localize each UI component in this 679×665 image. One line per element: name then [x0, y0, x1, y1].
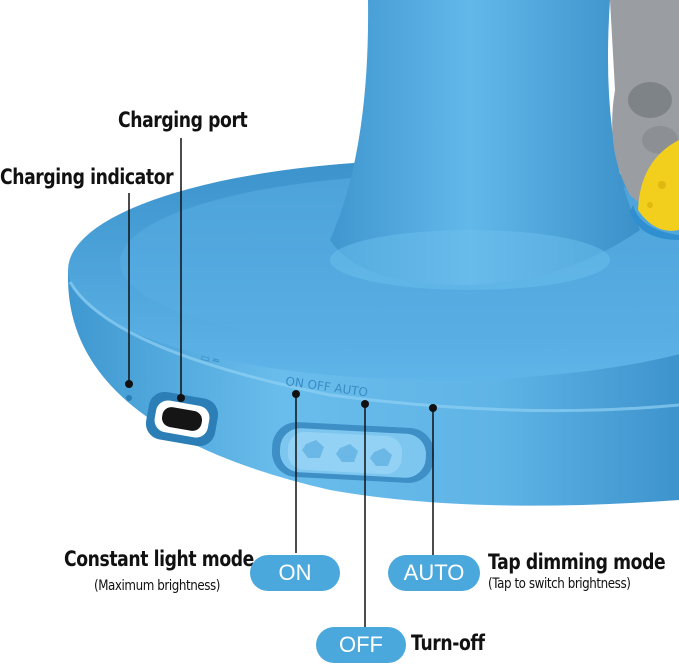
lamp-stem	[330, 0, 640, 285]
maximum-brightness-label: (Maximum brightness)	[94, 578, 220, 594]
turn-off-label: Turn-off	[411, 631, 485, 655]
on-mode-badge: ON	[250, 555, 340, 591]
charging-indicator-led	[126, 395, 132, 401]
off-mode-badge: OFF	[316, 627, 406, 663]
tap-to-switch-label: (Tap to switch brightness)	[488, 576, 631, 592]
auto-mode-badge: AUTO	[388, 555, 480, 591]
charging-indicator-label: Charging indicator	[0, 165, 174, 189]
charging-port-label: Charging port	[118, 108, 248, 132]
svg-text:▭ ═: ▭ ═	[199, 352, 221, 367]
constant-light-mode-label: Constant light mode	[64, 547, 254, 571]
tap-dimming-mode-label: Tap dimming mode	[488, 550, 666, 574]
